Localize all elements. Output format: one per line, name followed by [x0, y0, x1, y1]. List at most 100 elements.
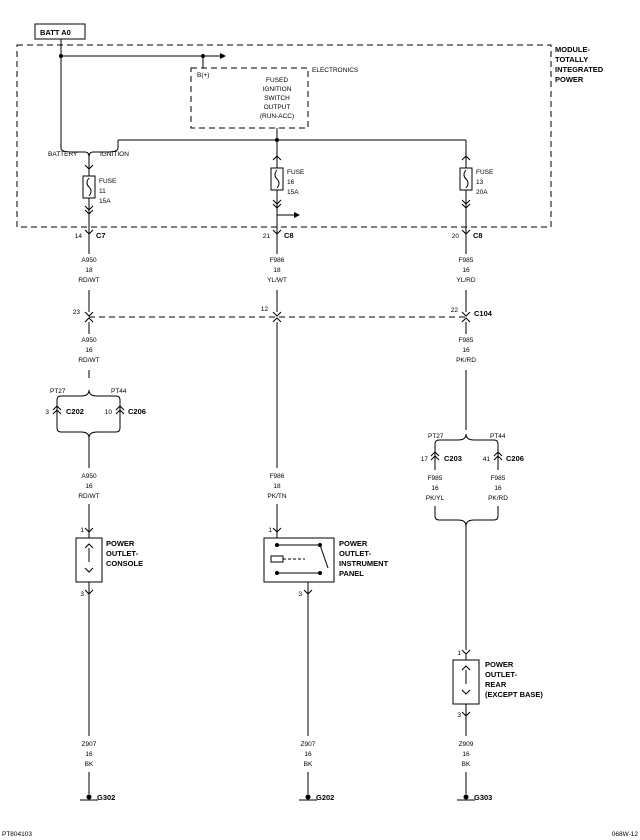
c8b-name: C8 — [473, 231, 483, 240]
c202-connector — [52, 405, 62, 415]
fuse-mid-line-1: FUSE — [287, 169, 305, 176]
gr-color: BK — [462, 761, 471, 768]
f986-low-color: PK/TN — [267, 493, 286, 500]
right-pt44: PT44 — [490, 433, 506, 440]
fuse-11-symbol — [82, 164, 96, 234]
fiso-box — [190, 67, 309, 129]
pkyl-code: F985 — [428, 475, 443, 482]
fiso-line-1: FUSED — [266, 77, 288, 84]
fuse-13-symbol — [459, 155, 473, 234]
c104-connectors — [84, 311, 471, 323]
a950-top-mask — [72, 254, 106, 290]
c8a-name: C8 — [284, 231, 294, 240]
electronics-label: ELECTRONICS — [312, 67, 359, 74]
fuse-right-line-3: 20A — [476, 189, 488, 196]
gl-mask — [72, 736, 106, 772]
a950-mid-code: A950 — [81, 337, 97, 344]
a950-mid-gauge: 16 — [85, 347, 93, 354]
gr-gauge: 16 — [462, 751, 470, 758]
gl-code: Z907 — [82, 741, 97, 748]
f986-top-code: F986 — [270, 257, 285, 264]
gl-gauge: 16 — [85, 751, 93, 758]
batt-junction-dot — [59, 54, 63, 58]
c206-left-connector — [115, 405, 125, 415]
fuse-right-line-1: FUSE — [476, 169, 494, 176]
c203-name: C203 — [444, 454, 462, 463]
ignition-label: IGNITION — [100, 151, 129, 158]
f985-mid-gauge: 16 — [462, 347, 470, 354]
gr-mask — [449, 736, 483, 772]
module-line-4: POWER — [555, 75, 584, 84]
fiso-line-3: SWITCH — [264, 95, 290, 102]
ground-g302-label: G302 — [97, 793, 115, 802]
console-pin-in: 1 — [80, 527, 84, 534]
c206-right-connector — [493, 451, 503, 461]
c202-name: C202 — [66, 407, 84, 416]
c206-left-name: C206 — [128, 407, 146, 416]
c206-right-name: C206 — [506, 454, 524, 463]
a950-mid-color: RD/WT — [78, 357, 99, 364]
a950-top-color: RD/WT — [78, 277, 99, 284]
pkrd-color: PK/RD — [488, 495, 508, 502]
pkyl-color: PK/YL — [426, 495, 445, 502]
module-border — [16, 44, 552, 228]
right-split-brace-top — [434, 433, 499, 445]
module-line-1: MODULE- — [555, 45, 590, 54]
fuse-left-line-3: 15A — [99, 198, 111, 205]
a950-low-mask — [72, 468, 106, 504]
f985-top-mask — [449, 254, 483, 290]
footer-right: 068W-12 — [612, 831, 639, 838]
c7-pin: 14 — [75, 233, 83, 240]
c206-right-pin: 41 — [483, 456, 491, 463]
c8b-pin: 20 — [452, 233, 460, 240]
panel-label-2: OUTLET- — [339, 549, 372, 558]
panel-pin-in: 1 — [268, 527, 272, 534]
f985-mid-color: PK/RD — [456, 357, 476, 364]
a950-low-color: RD/WT — [78, 493, 99, 500]
rear-pin-out: 3 — [457, 712, 461, 719]
footer-left: PT804103 — [2, 831, 32, 838]
f986-top-mask — [260, 254, 294, 290]
pkrd-gauge: 16 — [494, 485, 502, 492]
rear-label-2: OUTLET- — [485, 670, 518, 679]
right-pt27: PT27 — [428, 433, 444, 440]
f985-top-gauge: 16 — [462, 267, 470, 274]
f986-top-color: YL/WT — [267, 277, 287, 284]
fuse-mid-line-3: 15A — [287, 189, 299, 196]
console-outlet-symbol — [75, 527, 103, 712]
module-line-2: TOTALLY — [555, 55, 588, 64]
f985-mid-code: F985 — [459, 337, 474, 344]
gm-code: Z907 — [301, 741, 316, 748]
fuse-left-line-2: 11 — [99, 188, 106, 195]
console-label-2: OUTLET- — [106, 549, 139, 558]
ground-g303-symbol — [457, 794, 475, 801]
c203-connector — [430, 451, 440, 461]
ground-g302-symbol — [80, 794, 98, 801]
bus-junction-dot — [275, 138, 279, 142]
fuse-right-line-2: 13 — [476, 179, 484, 186]
a950-top-code: A950 — [81, 257, 97, 264]
f986-top-gauge: 18 — [273, 267, 281, 274]
a950-mid-mask — [72, 334, 106, 370]
fuse-mid-line-2: 16 — [287, 179, 295, 186]
panel-label-3: INSTRUMENT — [339, 559, 389, 568]
bplus-label: B(+) — [197, 72, 209, 79]
rear-label-4: (EXCEPT BASE) — [485, 690, 543, 699]
pkyl-gauge: 16 — [431, 485, 439, 492]
c104-name: C104 — [474, 309, 493, 318]
fuse-left-line-1: FUSE — [99, 178, 117, 185]
f986-low-code: F986 — [270, 473, 285, 480]
pkyl-mask — [418, 470, 452, 506]
f985-mid-mask — [449, 334, 483, 370]
c104-pin-mid: 12 — [261, 306, 269, 313]
rear-label-3: REAR — [485, 680, 507, 689]
panel-label-1: POWER — [339, 539, 368, 548]
batt-box — [34, 23, 86, 40]
left-pt44: PT44 — [111, 388, 127, 395]
left-pt27: PT27 — [50, 388, 66, 395]
panel-label-4: PANEL — [339, 569, 364, 578]
rear-pin-in: 1 — [457, 650, 461, 657]
console-label-1: POWER — [106, 539, 135, 548]
a950-low-gauge: 16 — [85, 483, 93, 490]
